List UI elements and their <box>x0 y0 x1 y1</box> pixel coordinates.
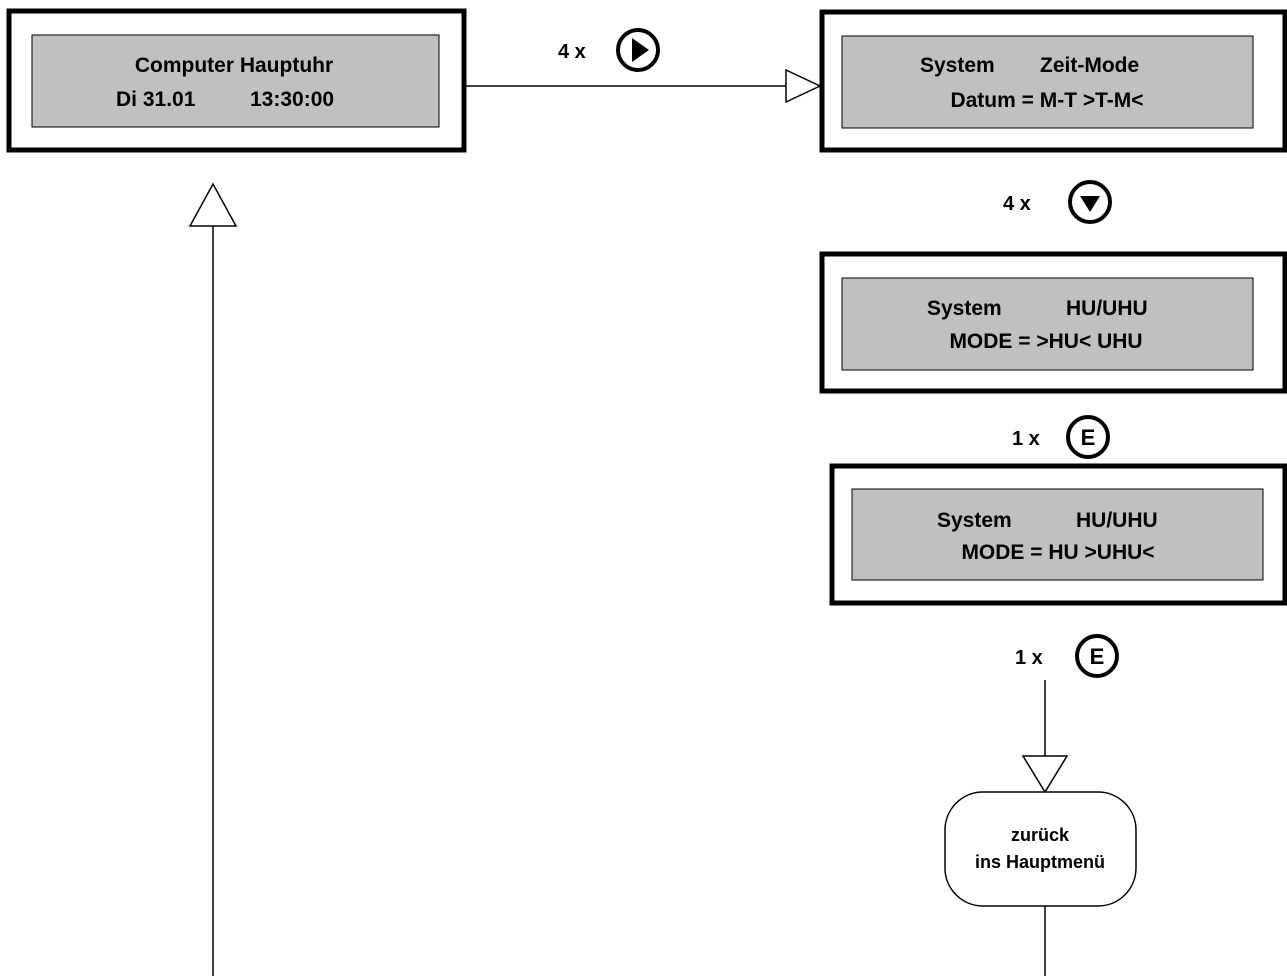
hu-uhu-hu-lcd <box>841 277 1254 371</box>
down-arrow-key-icon <box>1068 180 1112 224</box>
hu-uhu-hu-line1-left: System <box>927 297 1002 320</box>
step4-count: 1 x <box>1015 647 1043 669</box>
hu-uhu-uhu-line1-right: HU/UHU <box>1076 509 1158 532</box>
right-arrow-key-icon <box>616 28 660 72</box>
hu-uhu-screen-hu: System HU/UHU MODE = >HU< UHU <box>819 251 1287 394</box>
time-mode-screen: System Zeit-Mode Datum = M-T >T-M< <box>819 9 1287 153</box>
terminal-line2: ins Hauptmenü <box>975 852 1105 872</box>
svg-text:E: E <box>1081 425 1096 450</box>
enter-key-icon: E <box>1066 415 1110 459</box>
hu-uhu-hu-line1-right: HU/UHU <box>1066 297 1148 320</box>
step1: 4 x <box>558 28 660 72</box>
main-clock-line1: Computer Hauptuhr <box>135 54 333 77</box>
time-mode-line1-left: System <box>920 54 995 77</box>
time-mode-line2: Datum = M-T >T-M< <box>950 89 1143 112</box>
main-clock-date: Di 31.01 <box>116 88 196 111</box>
hu-uhu-uhu-lcd <box>851 488 1264 581</box>
step3: 1 x E <box>1012 415 1110 459</box>
step2-count: 4 x <box>1003 193 1031 215</box>
arrow-head-right <box>785 68 822 104</box>
main-clock-screen: Computer Hauptuhr Di 31.01 13:30:00 <box>6 8 467 153</box>
enter-key-icon: E <box>1075 634 1119 678</box>
arrow-head-down <box>1021 755 1069 794</box>
main-clock-time: 13:30:00 <box>250 88 334 111</box>
svg-text:E: E <box>1090 644 1105 669</box>
step1-count: 4 x <box>558 41 586 63</box>
step4: 1 x E <box>1015 634 1119 678</box>
return-to-main-menu: zurück ins Hauptmenü <box>944 791 1137 907</box>
hu-uhu-uhu-line1-left: System <box>937 509 1012 532</box>
step3-count: 1 x <box>1012 428 1040 450</box>
main-clock-lcd <box>31 34 440 128</box>
hu-uhu-hu-line2: MODE = >HU< UHU <box>949 330 1142 353</box>
time-mode-lcd <box>841 35 1254 129</box>
hu-uhu-uhu-line2: MODE = HU >UHU< <box>961 541 1154 564</box>
step2: 4 x <box>1003 180 1112 224</box>
terminal-line1: zurück <box>1011 825 1070 845</box>
hu-uhu-screen-uhu: System HU/UHU MODE = HU >UHU< <box>829 463 1287 606</box>
arrow-head-up <box>188 182 238 227</box>
time-mode-line1-right: Zeit-Mode <box>1040 54 1139 77</box>
terminal-shape <box>944 791 1137 907</box>
